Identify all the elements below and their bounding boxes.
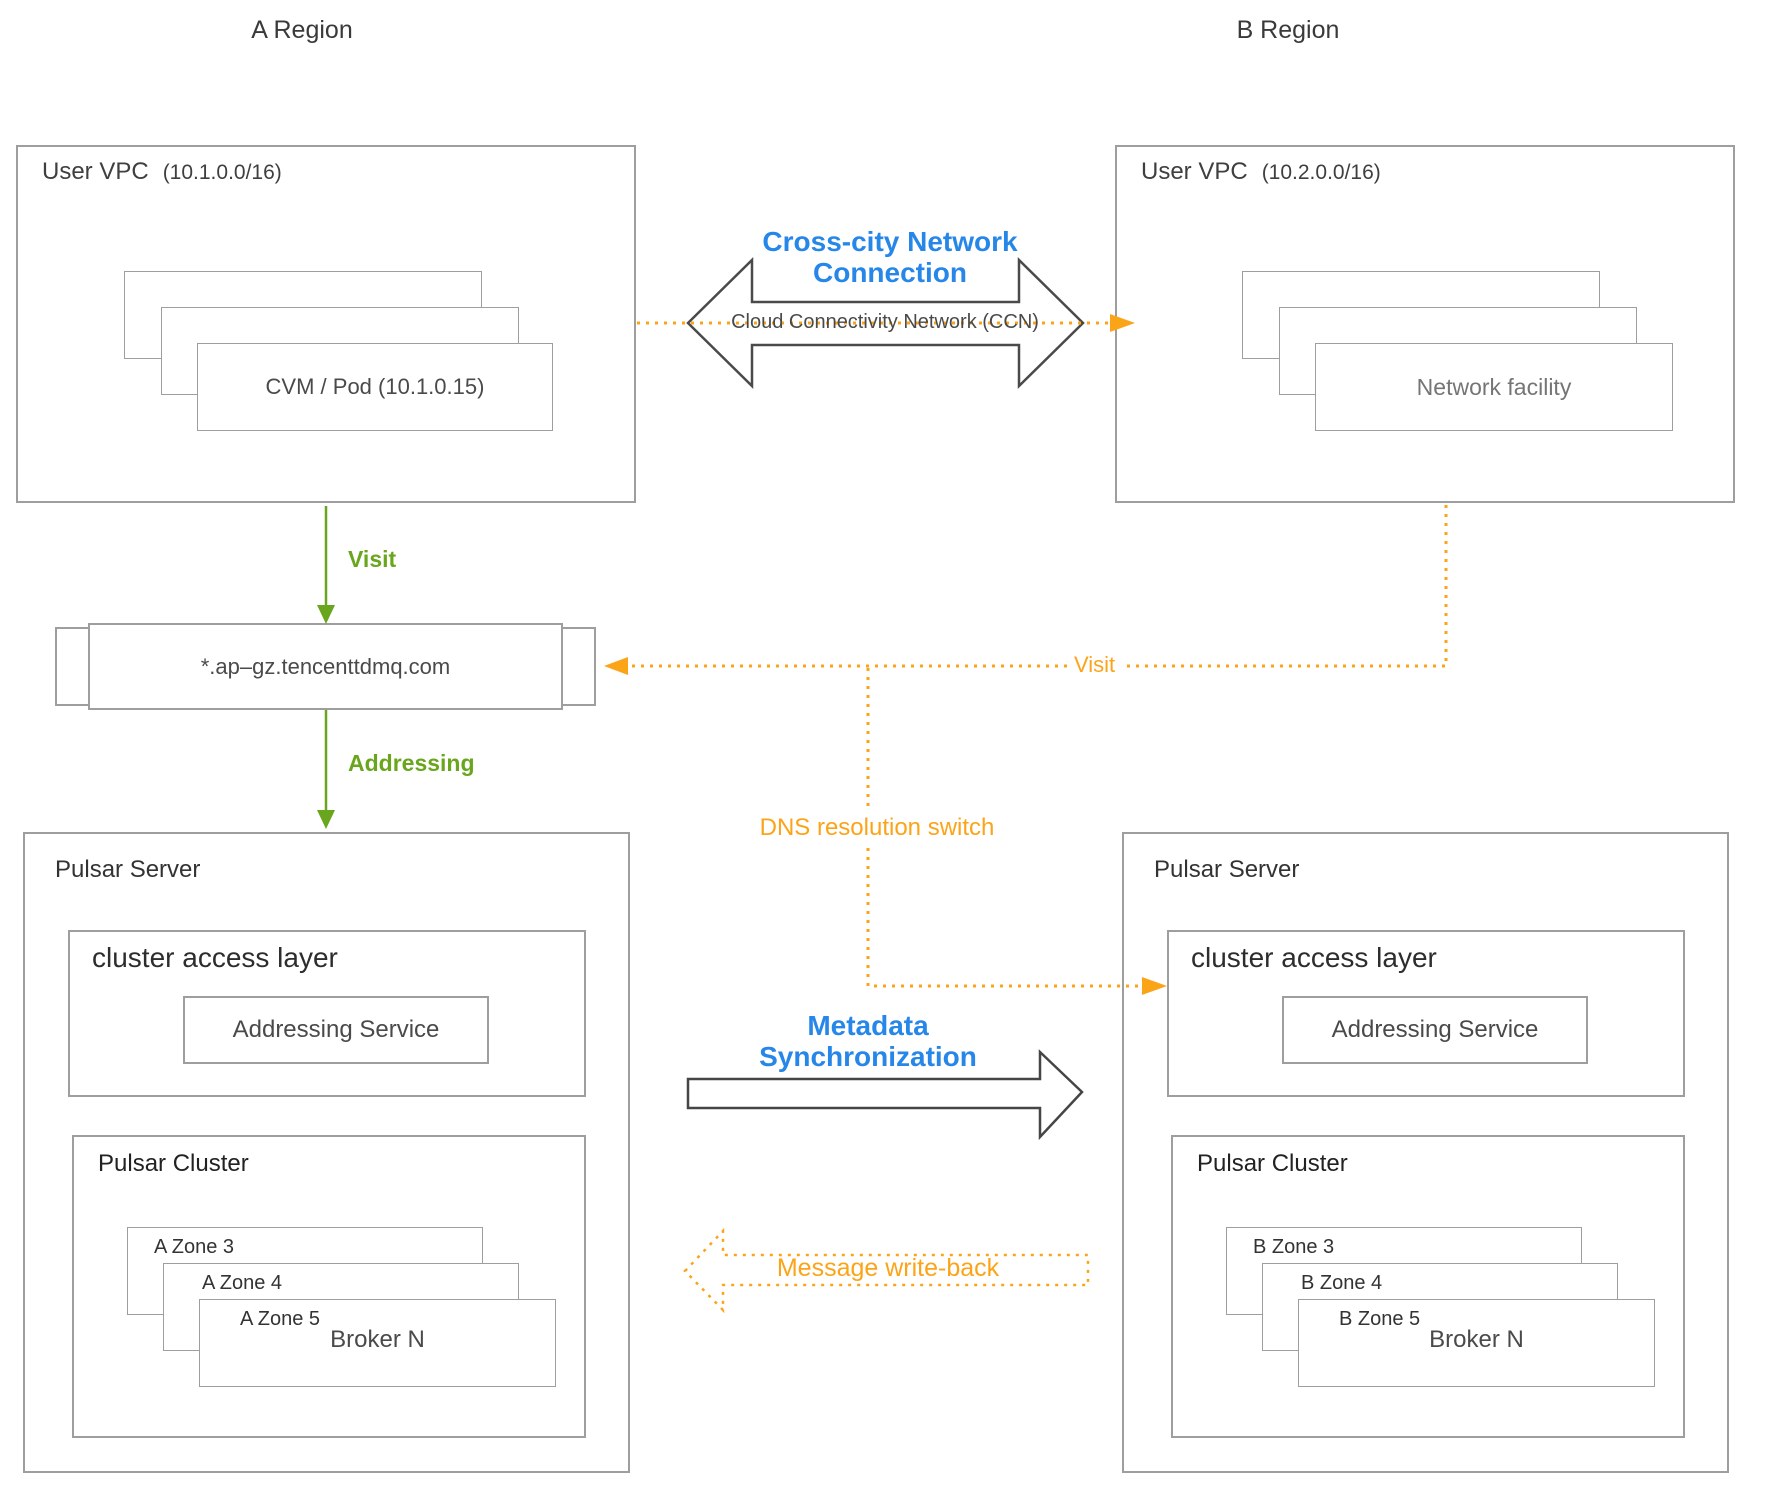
region-b-title: B Region: [1236, 16, 1340, 44]
ccn-title-line1: Cross-city Network: [762, 226, 1018, 257]
addressing-arrowhead-icon: [317, 810, 335, 829]
addressing-service-a-box: Addressing Service: [183, 996, 489, 1064]
metadata-line2: Synchronization: [759, 1041, 977, 1072]
broker-b-label: Broker N: [1429, 1326, 1524, 1353]
vpc-b-label: User VPC (10.2.0.0/16): [1141, 158, 1381, 186]
zone-box-b5: B Zone 5 Broker N: [1298, 1299, 1655, 1387]
zone-a4-label: A Zone 4: [202, 1272, 283, 1294]
ccn-subtitle: Cloud Connectivity Network (CCN): [731, 311, 1039, 333]
vpc-b-title-text: User VPC: [1141, 158, 1248, 185]
pulsar-server-b-title: Pulsar Server: [1154, 856, 1300, 883]
domain-label: *.ap–gz.tencenttdmq.com: [200, 653, 451, 679]
vpc-b-node-label: Network facility: [1416, 373, 1572, 400]
access-layer-b-title: cluster access layer: [1191, 942, 1437, 973]
vpc-b-node-box: Network facility: [1315, 343, 1673, 431]
addressing-service-b-box: Addressing Service: [1282, 996, 1588, 1064]
zone-a3-label: A Zone 3: [154, 1236, 235, 1258]
visit-a-arrowhead-icon: [317, 605, 335, 624]
addressing-service-b-label: Addressing Service: [1331, 1016, 1539, 1043]
zone-b3-label: B Zone 3: [1253, 1236, 1335, 1258]
region-a-title: A Region: [251, 16, 353, 44]
visit-b-arrowhead-icon: [604, 657, 628, 675]
pulsar-cluster-a-title: Pulsar Cluster: [98, 1150, 249, 1177]
zone-box-a5: A Zone 5 Broker N: [199, 1299, 556, 1387]
zone-b4-label: B Zone 4: [1301, 1272, 1383, 1294]
zone-a5-label: A Zone 5: [240, 1308, 321, 1330]
access-layer-a-title: cluster access layer: [92, 942, 338, 973]
addressing-label: Addressing: [348, 750, 475, 776]
ccn-title: Cross-city Network Connection: [700, 226, 1080, 288]
visit-b-dotted-path: [628, 505, 1448, 668]
metadata-sync-label: Metadata Synchronization: [718, 1010, 1018, 1072]
broker-a-label: Broker N: [330, 1326, 425, 1353]
vpc-a-label: User VPC (10.1.0.0/16): [42, 158, 282, 186]
visit-b-label: Visit: [1068, 650, 1122, 680]
ccn-title-line2: Connection: [813, 257, 967, 288]
visit-a-label: Visit: [348, 546, 397, 572]
domain-bar-inner: *.ap–gz.tencenttdmq.com: [88, 623, 563, 710]
dns-switch-label: DNS resolution switch: [728, 812, 1026, 844]
vpc-a-title-text: User VPC: [42, 158, 149, 185]
zone-b5-label: B Zone 5: [1339, 1308, 1421, 1330]
vpc-a-node-box: CVM / Pod (10.1.0.15): [197, 343, 553, 431]
pulsar-cluster-b-title: Pulsar Cluster: [1197, 1150, 1348, 1177]
vpc-a-cidr: (10.1.0.0/16): [162, 161, 282, 184]
pulsar-server-a-title: Pulsar Server: [55, 856, 201, 883]
metadata-line1: Metadata: [807, 1010, 929, 1041]
vpc-b-cidr: (10.2.0.0/16): [1261, 161, 1381, 184]
message-writeback-label: Message write-back: [776, 1254, 1000, 1282]
addressing-service-a-label: Addressing Service: [232, 1016, 440, 1043]
vpc-a-node-label: CVM / Pod (10.1.0.15): [265, 374, 485, 399]
